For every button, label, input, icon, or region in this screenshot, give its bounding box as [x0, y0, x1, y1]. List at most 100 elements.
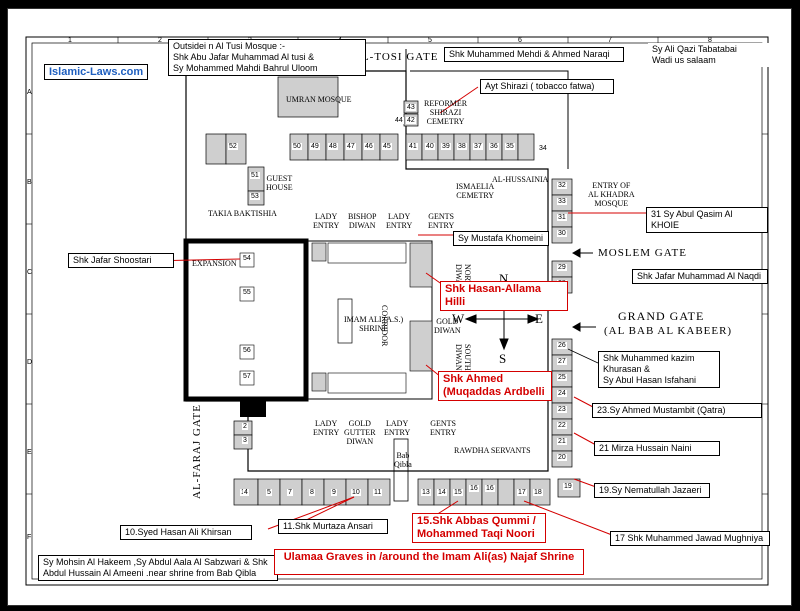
cell-14: 14 — [437, 489, 447, 496]
label-takia: TAKIA BAKTISHIA — [208, 209, 277, 218]
label-bab-qibla: Bab Qibla — [394, 451, 412, 469]
label-rawdha: RAWDHA SERVANTS — [454, 446, 531, 455]
gate-arrows — [405, 49, 596, 332]
cell-31: 31 — [557, 214, 567, 221]
label-shrine: IMAM ALI (A.S.) SHRINE — [344, 315, 404, 333]
shrine-pillars — [311, 242, 433, 394]
row-label-f: F — [27, 534, 32, 541]
shrine-floor-plan — [25, 36, 769, 586]
note-khirsan: 10.Syed Hasan Ali Khirsan — [120, 525, 252, 540]
cell-37: 37 — [473, 143, 483, 150]
note-jazaeri: 19.Sy Nematullah Jazaeri — [594, 483, 710, 498]
expansion-block — [183, 238, 309, 402]
note-mehdi-naraqi: Shk Muhammed Mehdi & Ahmed Naraqi — [444, 47, 624, 62]
cell-57: 57 — [242, 373, 252, 380]
label-expansion: EXPANSION — [192, 259, 237, 268]
cell-55: 55 — [242, 289, 252, 296]
cell-40: 40 — [425, 143, 435, 150]
map-title: Ulamaa Graves in /around the Imam Ali(as… — [274, 549, 584, 575]
label-lady-entry-1: LADY ENTRY — [313, 212, 340, 230]
cell-30: 30 — [557, 230, 567, 237]
cell-56: 56 — [242, 347, 252, 354]
cell-50: 50 — [292, 143, 302, 150]
label-lady-entry-4: LADY ENTRY — [384, 419, 411, 437]
label-lady-entry-2: LADY ENTRY — [386, 212, 413, 230]
cell-8: 8 — [309, 489, 315, 496]
note-mughniya: 17 Shk Muhammed Jawad Mughniya — [610, 531, 770, 546]
col-label-1: 1 — [68, 37, 72, 44]
cell-20: 20 — [557, 454, 567, 461]
cell-5: 5 — [266, 489, 272, 496]
note-khoie: 31 Sy Abul Qasim Al KHOIE — [646, 207, 768, 233]
gate-faraj: AL-FARAJ GATE — [191, 404, 203, 499]
row-label-e: E — [27, 449, 32, 456]
cell-43: 43 — [406, 104, 416, 111]
note-hilli: Shk Hasan-Allama Hilli — [440, 281, 568, 311]
col-label-5: 5 — [428, 37, 432, 44]
gate-grand-sub: (AL BAB AL KABEER) — [604, 325, 733, 337]
cell-49: 49 — [310, 143, 320, 150]
gate-tosi: AL-TOSI GATE — [353, 51, 439, 63]
cell-3: 3 — [242, 437, 248, 444]
note-sabzwari: Sy Mohsin Al Hakeem ,Sy Abdul Aala Al Sa… — [38, 555, 278, 581]
cell-10: 10 — [351, 489, 361, 496]
cell-41: 41 — [408, 143, 418, 150]
inner-frame — [31, 42, 763, 580]
label-guest-house: GUEST HOUSE — [266, 174, 293, 192]
note-ansari: 11.Shk Murtaza Ansari — [278, 519, 388, 534]
cell-21: 21 — [557, 438, 567, 445]
note-shoostari: Shk Jafar Shoostari — [68, 253, 174, 268]
note-shirazi: Ayt Shirazi ( tobacco fatwa) — [480, 79, 614, 94]
bab-qibla-passage — [393, 438, 409, 502]
cell-35: 35 — [505, 143, 515, 150]
cell-25: 25 — [557, 374, 567, 381]
label-gold-diwan: GOLD DIWAN — [434, 317, 461, 335]
cell-29: 29 — [557, 264, 567, 271]
label-ismaelia: ISMAELIA CEMETRY — [456, 182, 495, 200]
cell-24: 24 — [557, 390, 567, 397]
cell-1: 1 — [240, 489, 246, 496]
compass-w: W — [452, 311, 466, 326]
cell-46: 46 — [364, 143, 374, 150]
cell-16b: 16 — [485, 485, 495, 492]
cell-2: 2 — [242, 423, 248, 430]
cell-48: 48 — [328, 143, 338, 150]
note-naqdi: Shk Jafar Muhammad Al Naqdi — [632, 269, 768, 284]
label-lady-entry-3: LADY ENTRY — [313, 419, 340, 437]
cell-23: 23 — [557, 406, 567, 413]
label-husseinia: AL-HUSSAINIA — [492, 175, 549, 184]
note-khurasani: Shk Muhammed kazim Khurasan & Sy Abul Ha… — [598, 351, 720, 388]
cell-52: 52 — [228, 143, 238, 150]
cell-19: 19 — [563, 483, 573, 490]
note-khomeini: Sy Mustafa Khomeini — [453, 231, 549, 246]
col-label-6: 6 — [518, 37, 522, 44]
note-naini: 21 Mirza Hussain Naini — [594, 441, 720, 456]
cell-34: 34 — [538, 145, 548, 152]
row-label-b: B — [27, 179, 32, 186]
label-khadra-entry: ENTRY OF AL KHADRA MOSQUE — [588, 181, 635, 208]
note-qummi: 15.Shk Abbas Qummi / Mohammed Taqi Noori — [412, 513, 546, 543]
cell-36: 36 — [489, 143, 499, 150]
cell-13: 13 — [421, 489, 431, 496]
label-north-diwan: NORTH DIWAN — [454, 264, 472, 292]
expansion-cells — [239, 252, 255, 386]
cell-9: 9 — [331, 489, 337, 496]
compass-e: E — [535, 311, 544, 326]
cell-4: 4 — [243, 489, 249, 496]
label-reformer-cemetery: REFORMER SHIRAZI CEMETRY — [424, 99, 468, 126]
label-south-diwan: SOUTH DIWAN — [454, 344, 472, 371]
cell-16a: 16 — [469, 485, 479, 492]
gate-grand: GRAND GATE — [618, 309, 705, 323]
cell-38: 38 — [457, 143, 467, 150]
label-corridor: CORRIDOR — [380, 305, 389, 347]
note-qatra: 23.Sy Ahmed Mustambit (Qatra) — [592, 403, 762, 418]
cell-44: 44 — [394, 117, 404, 124]
cell-51: 51 — [250, 172, 260, 179]
faraj-gate-block — [240, 401, 266, 417]
cell-54: 54 — [242, 255, 252, 262]
gate-moslem: MOSLEM GATE — [598, 247, 687, 259]
cell-11: 11 — [373, 489, 383, 496]
site-brand[interactable]: Islamic-Laws.com — [44, 64, 149, 80]
east-rooms — [551, 178, 581, 498]
row-label-a: A — [27, 89, 32, 96]
